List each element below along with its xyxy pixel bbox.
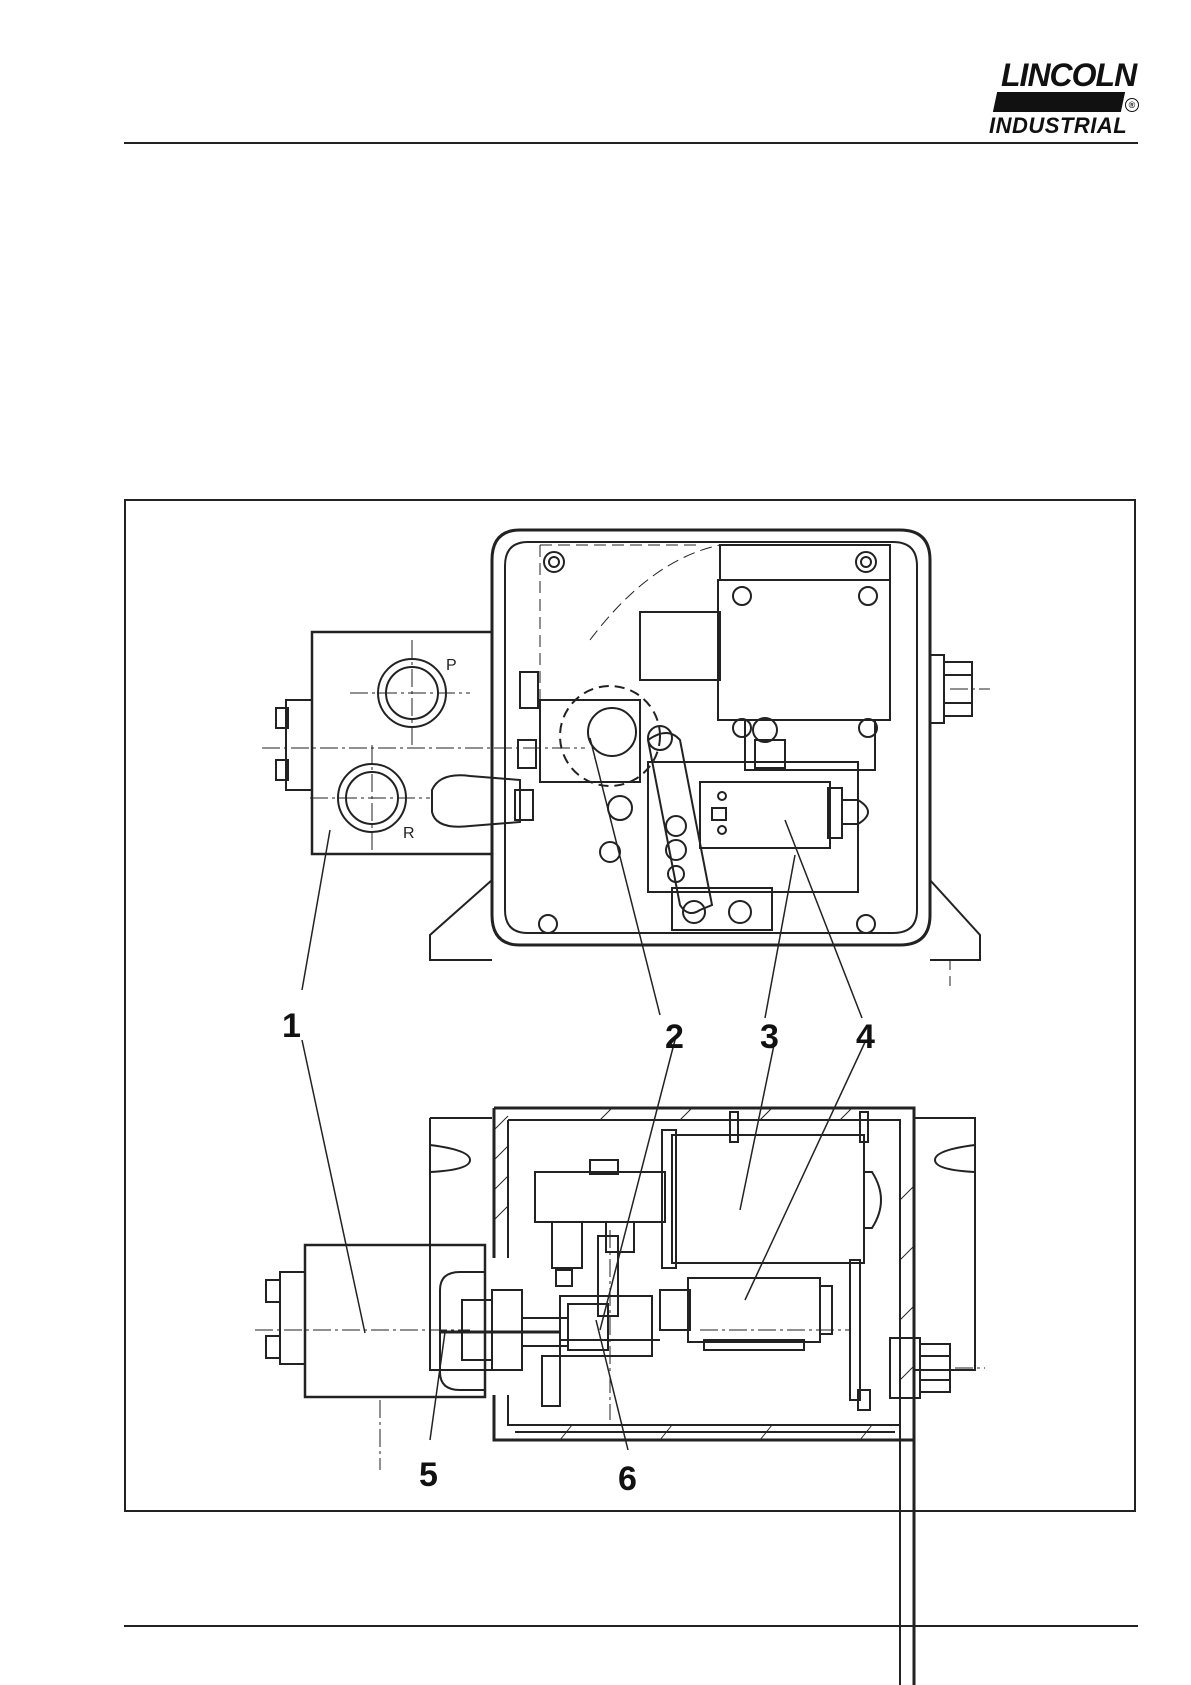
callout-5: 5 (419, 1456, 438, 1494)
switch-lever (648, 733, 712, 913)
callout-2: 2 (665, 1018, 684, 1056)
port-label-r: R (403, 825, 415, 842)
callout-3: 3 (760, 1018, 779, 1056)
lower-housing-wall (490, 1108, 915, 1685)
leader-lines (302, 738, 866, 1450)
upper-foot-right (930, 880, 980, 960)
micro-switch (535, 1172, 665, 1222)
callout-6: 6 (618, 1460, 637, 1498)
electric-unit-lower (672, 1135, 864, 1263)
cable-gland-upper (930, 655, 944, 723)
electric-unit (718, 580, 890, 720)
pump-block-lower (305, 1245, 485, 1397)
callout-1: 1 (282, 1007, 301, 1045)
pump-block (312, 632, 492, 854)
port-label-p: P (446, 657, 457, 674)
callout-4: 4 (856, 1018, 875, 1056)
block-end-cap (286, 700, 312, 790)
upper-foot-left (430, 880, 492, 960)
limit-switch-lower (688, 1278, 820, 1342)
lower-view (255, 1105, 985, 1685)
footer-rule (124, 1625, 1138, 1627)
upper-housing-inner (505, 542, 917, 933)
upper-housing (492, 530, 930, 945)
